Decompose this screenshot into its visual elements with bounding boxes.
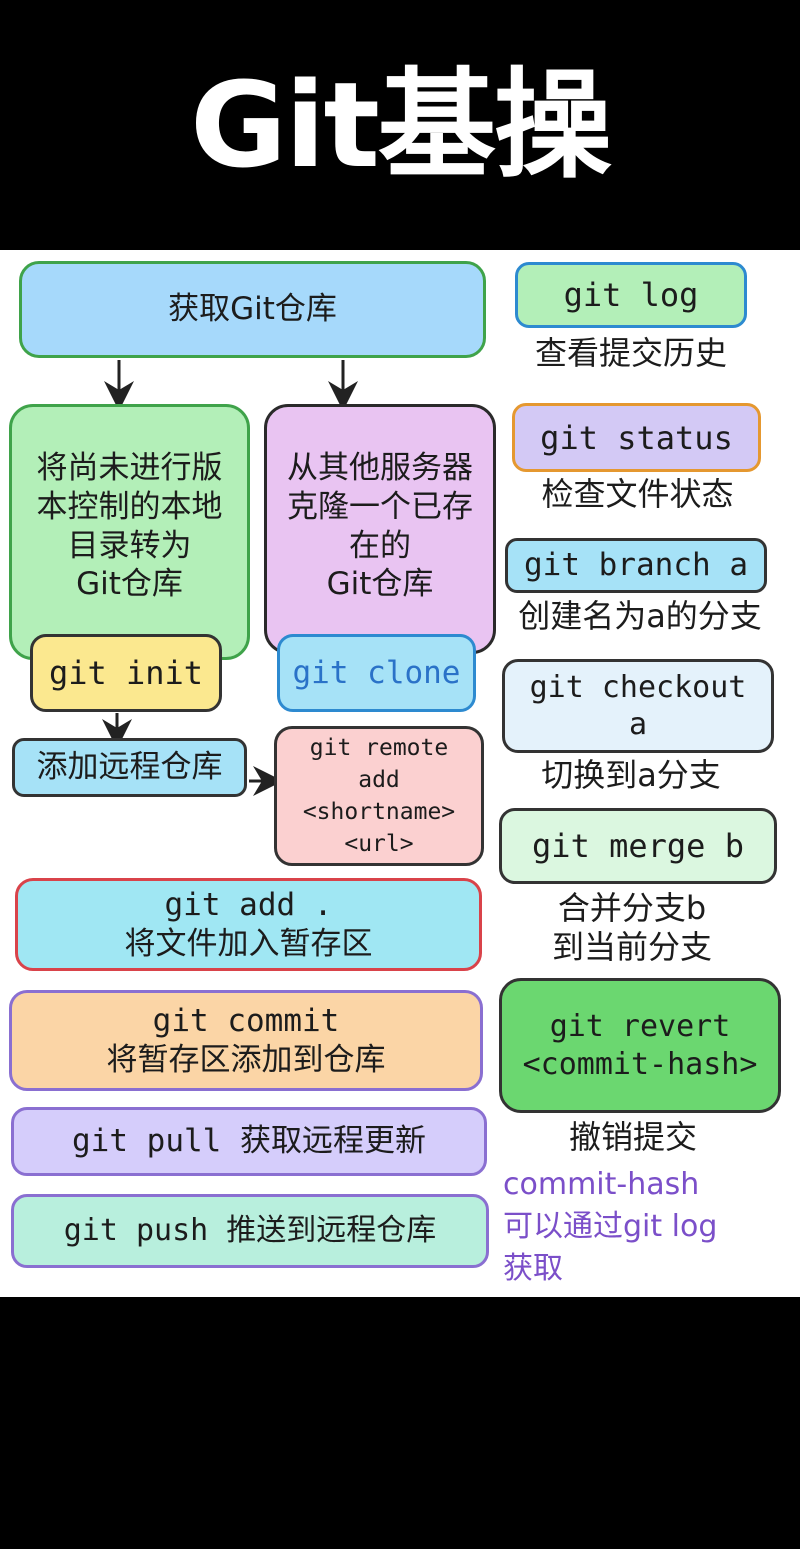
git-branch-box: git branch a <box>505 538 767 593</box>
git-revert-box: git revert <commit-hash> <box>499 978 781 1113</box>
init-desc-box: 将尚未进行版 本控制的本地 目录转为 Git仓库 <box>9 404 250 660</box>
git-branch-desc: 创建名为a的分支 <box>518 597 762 635</box>
title-bar: Git基操 <box>0 0 800 250</box>
git-clone-box: git clone <box>277 634 476 712</box>
git-status-box: git status <box>512 403 761 472</box>
get-repo-box: 获取Git仓库 <box>19 261 486 358</box>
git-checkout-box: git checkout a <box>502 659 774 753</box>
clone-desc-box: 从其他服务器 克隆一个已存 在的 Git仓库 <box>264 404 496 654</box>
page-title: Git基操 <box>190 56 612 194</box>
git-checkout-desc: 切换到a分支 <box>541 756 721 794</box>
revert-note: commit-hash 可以通过git log 获取 <box>503 1167 718 1286</box>
git-merge-desc: 合并分支b 到当前分支 <box>551 889 712 967</box>
git-commit-box: git commit 将暂存区添加到仓库 <box>9 990 483 1091</box>
git-push-box: git push 推送到远程仓库 <box>11 1194 489 1268</box>
git-status-desc: 检查文件状态 <box>541 475 734 513</box>
git-pull-box: git pull 获取远程更新 <box>11 1107 487 1176</box>
add-remote-box: 添加远程仓库 <box>12 738 247 797</box>
git-merge-box: git merge b <box>499 808 777 884</box>
git-revert-desc: 撤销提交 <box>568 1118 697 1156</box>
git-add-box: git add . 将文件加入暂存区 <box>15 878 482 971</box>
bottom-bar <box>0 1297 800 1549</box>
git-log-desc: 查看提交历史 <box>534 334 727 372</box>
git-log-box: git log <box>515 262 747 328</box>
git-init-box: git init <box>30 634 222 712</box>
git-remote-add-box: git remote add <shortname> <url> <box>274 726 484 866</box>
